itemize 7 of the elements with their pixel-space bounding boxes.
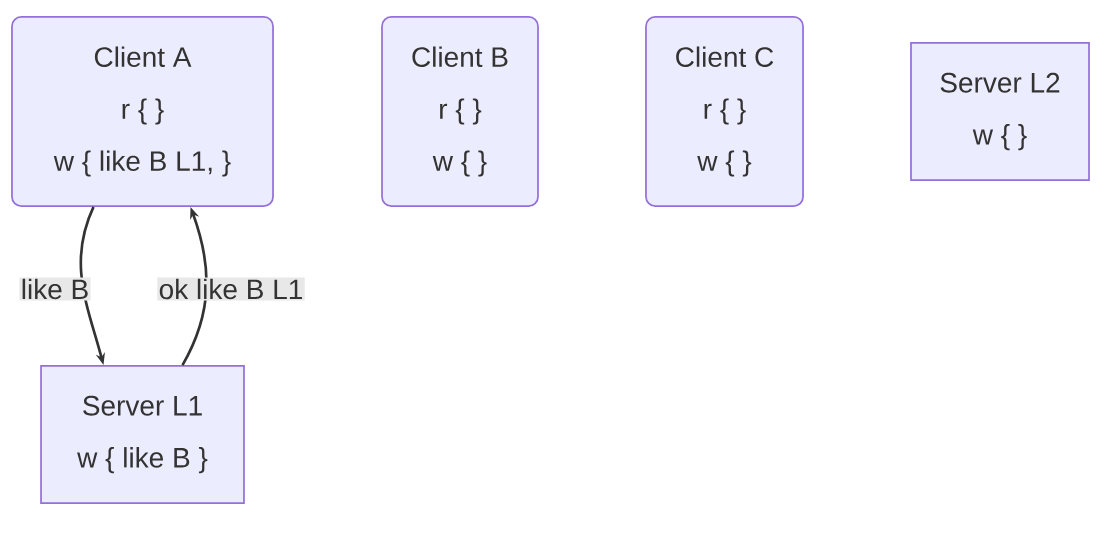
server-box: Server L1 w { like B } xyxy=(40,365,245,504)
server-box: Server L2 w { } xyxy=(910,42,1090,181)
client-box: Client A r { } w { like B L1, } xyxy=(11,16,274,207)
client-box: Client C r { } w { } xyxy=(645,16,804,207)
client-box: Client B r { } w { } xyxy=(381,16,539,207)
edge-label: ok like B L1 xyxy=(157,277,305,301)
edge-label: like B xyxy=(19,277,91,301)
